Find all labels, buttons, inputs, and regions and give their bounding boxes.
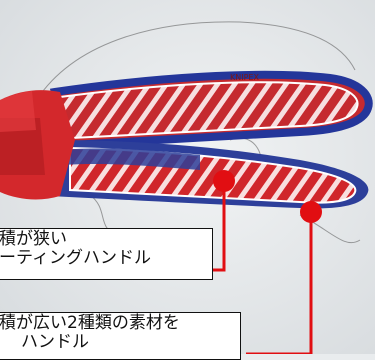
plier-imprint: KNIPEX (230, 73, 259, 82)
callout-wide-handle: 積が広い2種類の素材を ハンドル (0, 312, 241, 360)
callout-wide-line1: 積が広い2種類の素材を (0, 314, 236, 333)
callout-wide-line2: ハンドル (0, 333, 236, 352)
callout-narrow-handle: 積が狭い ーティングハンドル (0, 228, 213, 280)
callout-narrow-line2: ーティングハンドル (0, 249, 208, 268)
callout-narrow-line1: 積が狭い (0, 230, 208, 249)
